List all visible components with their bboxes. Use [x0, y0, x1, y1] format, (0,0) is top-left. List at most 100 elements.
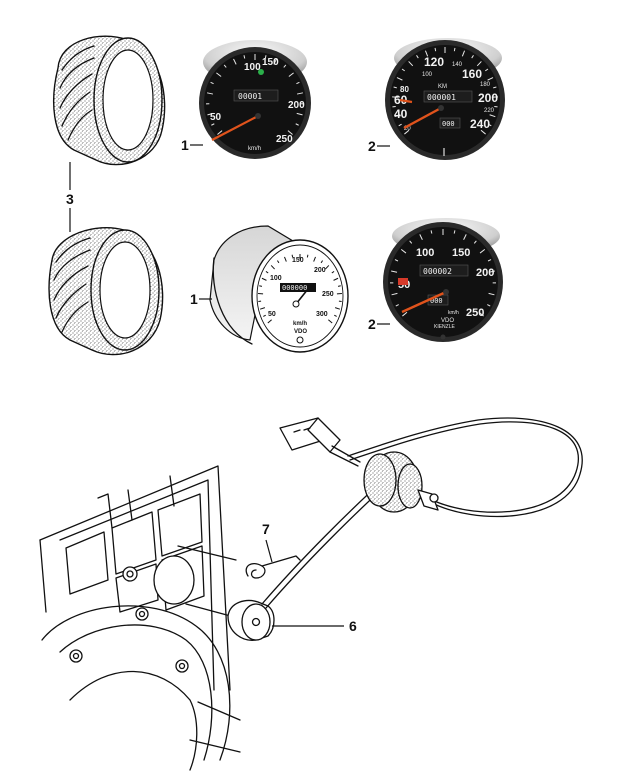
dial-tick [480, 129, 486, 135]
dial-b-num-180: 180 [480, 82, 491, 88]
dial-c-num-50: 50 [268, 311, 276, 318]
indicator-light [258, 69, 264, 75]
dial-b-num-80: 80 [400, 85, 409, 94]
dial-tick [267, 319, 272, 324]
dial-tick [263, 314, 266, 317]
dial-tick [391, 292, 398, 296]
trim-ring-top [53, 35, 166, 166]
dial-tick [243, 55, 246, 59]
needle-b [403, 106, 442, 130]
speedometer-b: 120 140 160 100 180 80 200 60 220 40 240… [385, 38, 505, 160]
dial-tick [408, 61, 414, 67]
dial-tick [398, 123, 402, 127]
callout-1-top: 1 [181, 137, 189, 153]
dial-tick [296, 92, 304, 95]
dial-a-num-50: 50 [210, 112, 222, 123]
dial-b-num-140: 140 [452, 62, 463, 68]
dial-b-num-100: 100 [422, 72, 433, 78]
dial-tick [395, 304, 399, 307]
dial-d-trip: 000 [430, 297, 443, 305]
dial-tick [419, 234, 423, 240]
speedometer-cable [261, 417, 583, 609]
dial-tick [404, 129, 410, 135]
callout-1-bottom: 1 [190, 291, 198, 307]
dial-tick [434, 47, 437, 52]
dial-tick [306, 254, 309, 258]
drive-housing [227, 599, 275, 641]
dial-c-odometer: 000000 [282, 284, 307, 292]
dial-tick [210, 81, 214, 85]
dial-tick [479, 248, 486, 254]
dial-tick [453, 230, 456, 234]
dial-tick [265, 271, 269, 274]
dial-tick [283, 64, 287, 68]
dial-tick [259, 285, 263, 287]
needle-b-stop [399, 98, 413, 104]
dial-c-unit: km/h [293, 321, 307, 327]
dial-tick [313, 256, 316, 262]
dial-tick [394, 114, 401, 118]
dial-b-num-20: 20 [404, 126, 411, 132]
callout-2-top: 2 [368, 138, 376, 154]
dial-tick [284, 256, 287, 262]
dial-d-odometer: 000002 [423, 267, 452, 276]
dial-tick [473, 240, 477, 244]
dial-b-num-120: 120 [424, 55, 444, 69]
dial-a-unit: km/h [248, 146, 261, 152]
dial-tick [393, 86, 397, 89]
dial-a-num-200: 200 [288, 100, 305, 111]
dial-tick [217, 130, 223, 135]
dial-b-trip: 000 [442, 120, 455, 128]
dial-d-num-100: 100 [416, 247, 434, 259]
needle-d [401, 290, 447, 314]
dial-a-num-250: 250 [276, 134, 293, 145]
transmission-housing [39, 465, 241, 771]
dial-d-num-150: 150 [452, 247, 470, 259]
dial-tick [489, 114, 496, 118]
dial-b-km-label: KM [438, 84, 447, 90]
needle-a [211, 115, 259, 141]
dial-tick [394, 259, 399, 262]
dial-c-num-300: 300 [316, 311, 328, 318]
dial-tick [478, 311, 484, 317]
callout-3: 3 [66, 191, 74, 207]
needle-c [295, 283, 313, 305]
dial-tick [487, 304, 491, 307]
dial-tick [488, 270, 495, 273]
dial-tick [331, 271, 335, 274]
dial-b-num-220: 220 [484, 108, 495, 114]
dial-tick [476, 61, 482, 67]
dial-d-num-250: 250 [466, 307, 484, 319]
dial-d-brand: VDO [441, 318, 454, 324]
dial-tick [471, 55, 474, 59]
dial-tick [216, 72, 222, 77]
dial-tick [334, 307, 341, 310]
dial-tick [402, 311, 408, 317]
dial-tick [396, 77, 403, 81]
dial-tick [409, 240, 413, 244]
dial-c-num-150: 150 [292, 257, 304, 264]
dial-b-num-160: 160 [462, 67, 482, 81]
trim-ring-bottom [48, 226, 164, 356]
dial-tick [416, 55, 419, 59]
dial-tick [333, 277, 339, 281]
dial-a-odometer: 00001 [238, 92, 262, 101]
dial-tick [277, 260, 280, 264]
dial-b-num-200: 200 [478, 91, 498, 105]
dial-tick [325, 265, 330, 270]
dial-tick [485, 68, 489, 72]
dial-tick [461, 50, 466, 57]
speedometer-d: 100 150 200 50 250 000002 000 km/h VDO K… [383, 218, 503, 342]
dial-tick [453, 47, 456, 52]
dial-tick [401, 68, 405, 72]
dial-d-num-200: 200 [476, 267, 494, 279]
dial-tick [291, 254, 294, 258]
dial-tick [320, 260, 323, 264]
dial-tick [391, 270, 398, 273]
dial-c-brand: VDO [294, 329, 307, 335]
dial-tick [273, 58, 277, 65]
dial-tick [488, 292, 495, 296]
dial-tick [211, 123, 215, 126]
speedometer-a: 100 150 200 50 250 00001 km/h [199, 40, 311, 159]
